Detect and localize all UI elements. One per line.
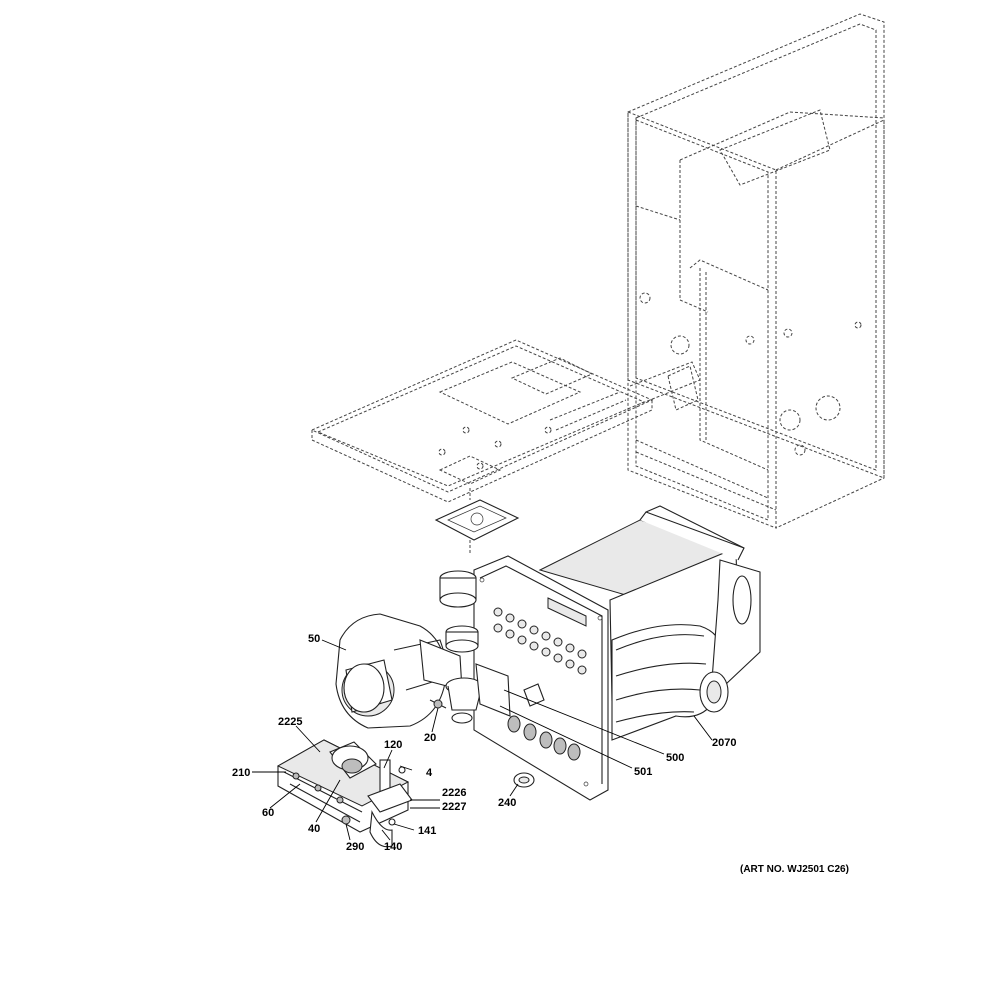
callout-2070: 2070 [712,737,736,749]
front-control-panel [473,555,609,801]
callout-60: 60 [262,807,274,819]
callout-2227: 2227 [442,801,466,813]
adapter-plate [434,488,520,555]
callout-50: 50 [308,633,320,645]
callout-4: 4 [426,767,433,779]
leader-lines [252,639,713,841]
panel-knobs [493,607,587,675]
washer [513,772,535,788]
callout-141: 141 [418,825,436,837]
art-number: (ART NO. WJ2501 C26) [740,864,849,875]
callout-210: 210 [232,767,250,779]
callout-labels: 50 2225 120 20 210 4 60 2226 2227 40 141… [232,633,736,853]
callout-20: 20 [424,732,436,744]
callout-40: 40 [308,823,320,835]
blower-assembly [335,613,511,729]
callout-2226: 2226 [442,787,466,799]
venturi-collars [439,570,479,653]
callout-120: 120 [384,739,402,751]
callout-2225: 2225 [278,716,302,728]
callout-500: 500 [666,752,684,764]
burner-module [276,739,413,848]
lower-valves [507,715,581,761]
callout-290: 290 [346,841,364,853]
callout-240: 240 [498,797,516,809]
heat-exchanger [538,505,761,741]
callout-140: 140 [384,841,402,853]
callout-501: 501 [634,766,652,778]
mounting-plate-outline [310,339,701,503]
cabinet-outline [627,13,885,529]
